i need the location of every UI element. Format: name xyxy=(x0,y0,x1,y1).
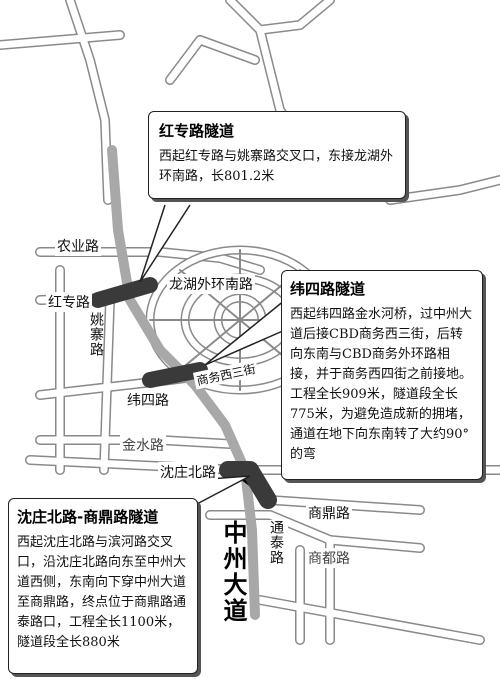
road-label-shangdu: 商都路 xyxy=(306,548,352,568)
callout-shenzhuang-tunnel: 沈庄北路-商鼎路隧道 西起沈庄北路与滨河路交叉口，沿沈庄北路向东至中州大道西侧，… xyxy=(8,498,198,674)
callout-weisi-tunnel: 纬四路隧道 西起纬四路金水河桥，过中州大道后接CBD商务西三街，后转向东南与CB… xyxy=(281,270,483,480)
callout-hongzhuan-title: 红专路隧道 xyxy=(159,122,235,140)
road-label-nongye: 农业路 xyxy=(55,236,101,256)
road-label-zhongzhou: 中州大道 xyxy=(219,520,247,624)
callout-weisi-title: 纬四路隧道 xyxy=(290,280,366,298)
callout-hongzhuan-desc: 西起红专路与姚寨路交叉口，东接龙湖外环南路，长801.2米 xyxy=(159,149,394,184)
road-label-tongtai: 通泰路 xyxy=(264,520,288,565)
road-label-weisi: 纬四路 xyxy=(125,390,171,410)
callout-hongzhuan-tunnel: 红专路隧道 西起红专路与姚寨路交叉口，东接龙湖外环南路，长801.2米 xyxy=(148,111,406,199)
hongzhuan-tunnel xyxy=(90,277,158,308)
callout-pointers xyxy=(139,204,286,506)
road-label-jinshui: 金水路 xyxy=(120,435,166,455)
callout-shenzhuang-title: 沈庄北路-商鼎路隧道 xyxy=(17,508,159,526)
weisi-tunnel xyxy=(142,362,208,388)
road-label-shangding: 商鼎路 xyxy=(306,503,352,523)
road-label-shenzhuang-bei: 沈庄北路 xyxy=(158,462,218,482)
road-label-yaozhai: 姚寨路 xyxy=(88,312,104,357)
road-label-longhu: 龙湖外环南路 xyxy=(167,274,255,294)
callout-shenzhuang-desc: 西起沈庄北路与滨河路交叉口，沿沈庄北路向东至中州大道西侧，东南向下穿中州大道至商… xyxy=(17,535,187,650)
road-label-hongzhuan: 红专路 xyxy=(46,292,92,312)
callout-weisi-desc: 西起纬四路金水河桥，过中州大道后接CBD商务西三街，后转向东南与CBD商务外环路… xyxy=(290,307,473,462)
